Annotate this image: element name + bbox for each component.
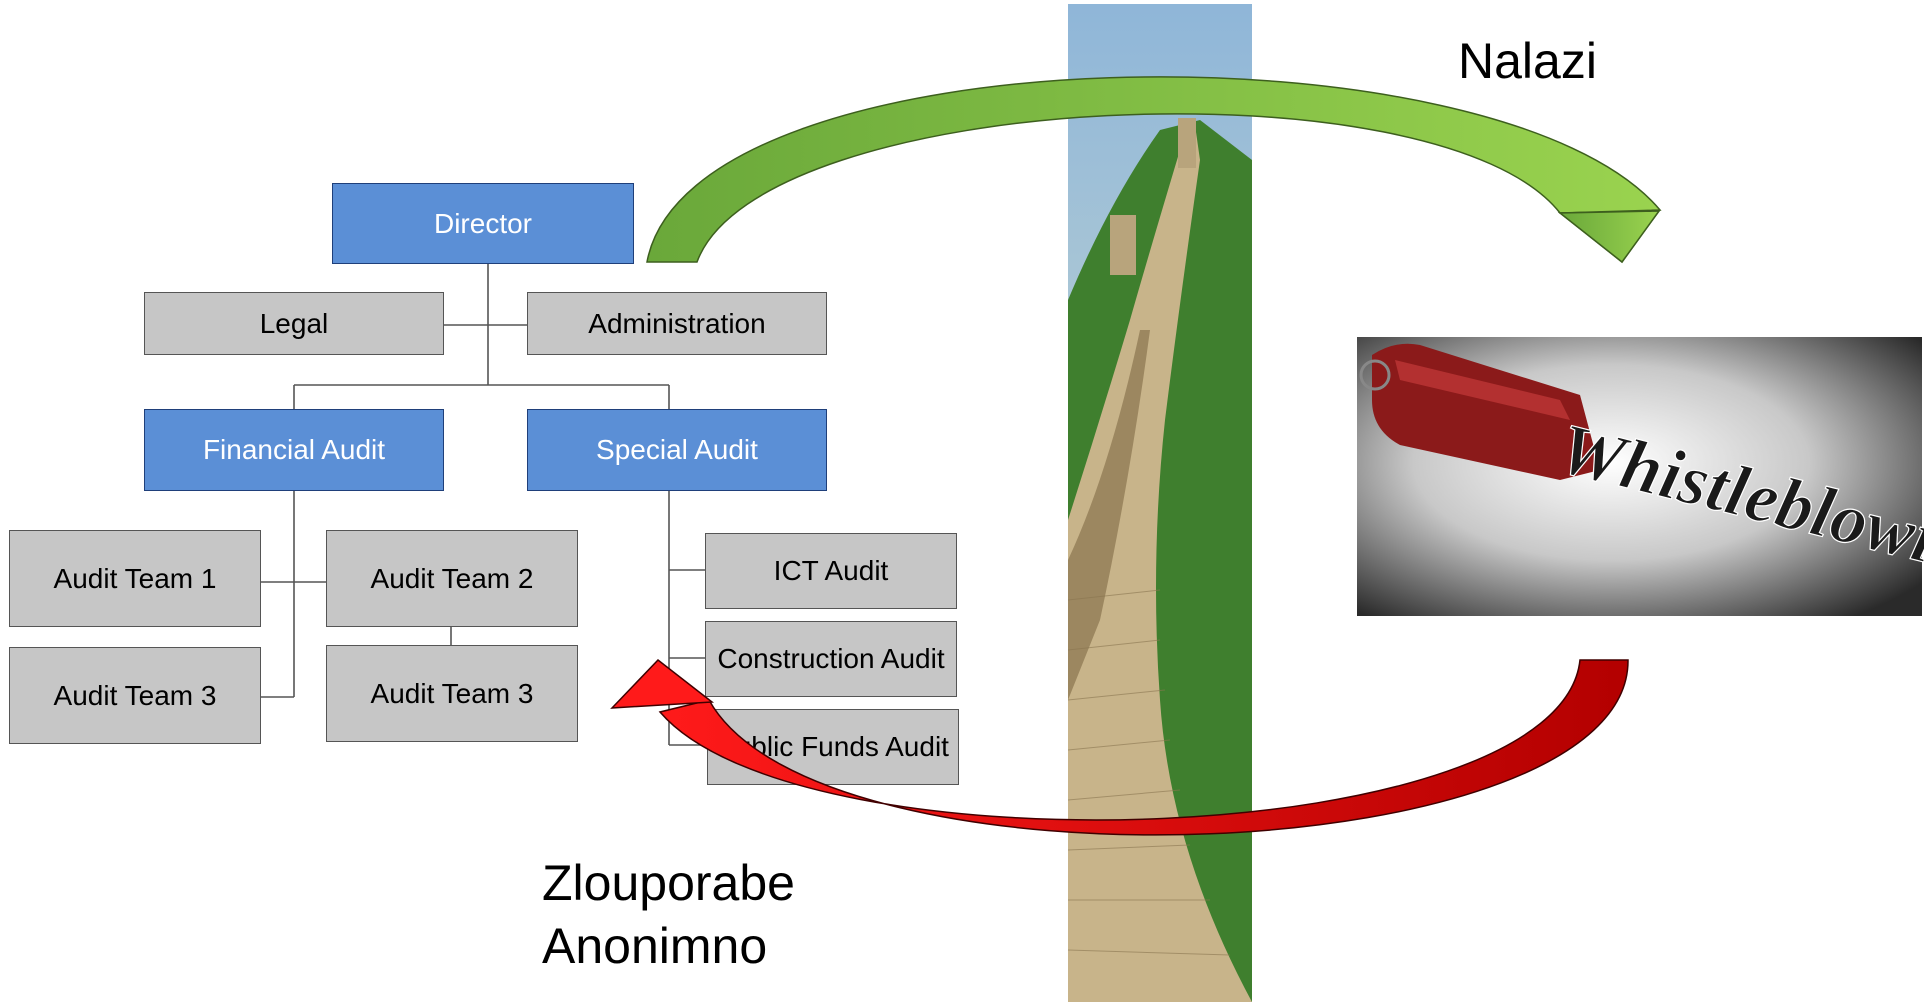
audit-team-3-right-box: Audit Team 3: [326, 645, 578, 742]
legal-box: Legal: [144, 292, 444, 355]
director-box: Director: [332, 183, 634, 264]
whistle-image: Whistleblowing: [1357, 337, 1924, 616]
public-funds-audit-box: Public Funds Audit: [707, 709, 959, 785]
special-audit-box: Special Audit: [527, 409, 827, 491]
zlouporabe-label: Zlouporabe: [542, 855, 795, 911]
audit-team-1-box: Audit Team 1: [9, 530, 261, 627]
nalazi-label: Nalazi: [1458, 33, 1597, 89]
audit-team-3-left-box: Audit Team 3: [9, 647, 261, 744]
org-chart-connectors: [261, 264, 705, 746]
audit-team-2-box: Audit Team 2: [326, 530, 578, 627]
ict-audit-box: ICT Audit: [705, 533, 957, 609]
financial-audit-box: Financial Audit: [144, 409, 444, 491]
anonimno-label: Anonimno: [542, 918, 768, 974]
administration-box: Administration: [527, 292, 827, 355]
construction-audit-box: Construction Audit: [705, 621, 957, 697]
great-wall-image: [1067, 4, 1252, 1002]
